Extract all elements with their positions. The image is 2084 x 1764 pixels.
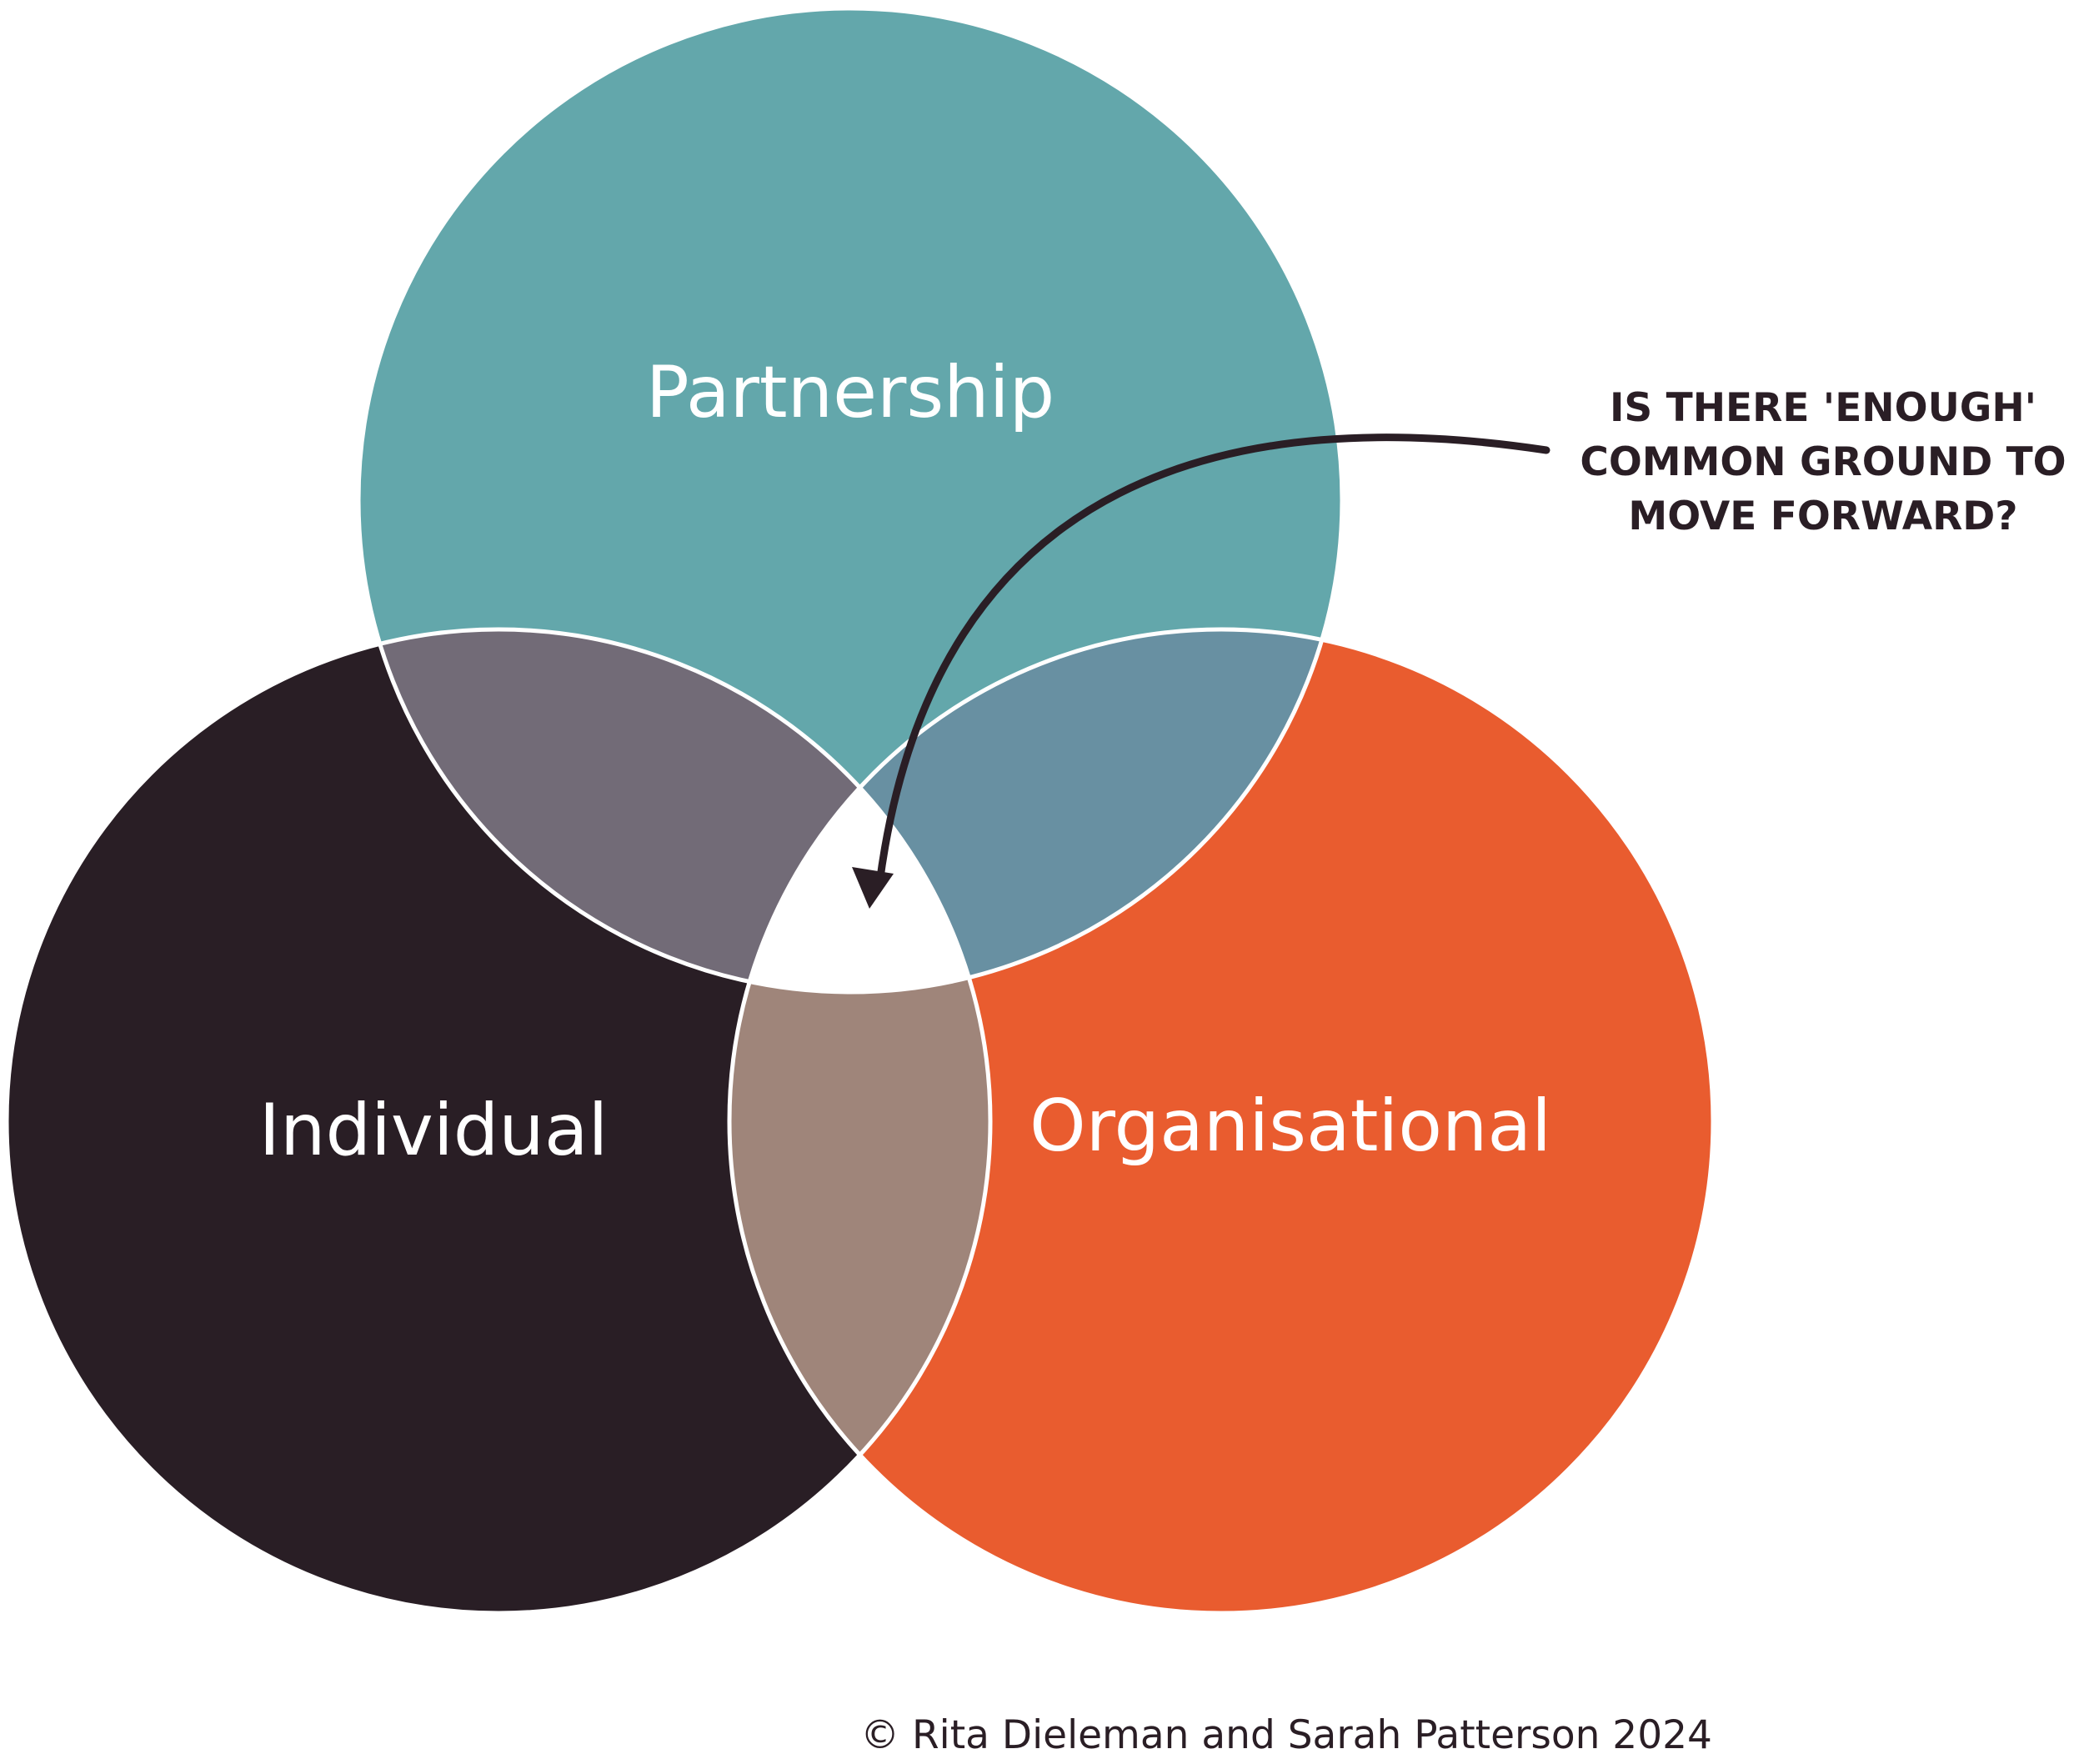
arrowhead-icon [852,867,894,909]
partnership-organisational-overlap [729,629,1342,992]
callout-arrow [875,433,1550,888]
partnership-individual-overlap [358,629,990,992]
individual-label: Individual [259,1089,609,1172]
callout-line-1: IS THERE 'ENOUGH' [1610,385,2036,431]
callout-line-2: COMMON GROUND TO [1580,439,2066,485]
partnership-label: Partnership [646,351,1055,434]
callout-line-3: MOVE FORWARD? [1628,494,2017,539]
copyright-text: © Rita Dieleman and Sarah Patterson 2024 [860,1712,1712,1758]
circle-outlines [4,6,1716,1616]
organisational-label: Organisational [1029,1085,1551,1168]
